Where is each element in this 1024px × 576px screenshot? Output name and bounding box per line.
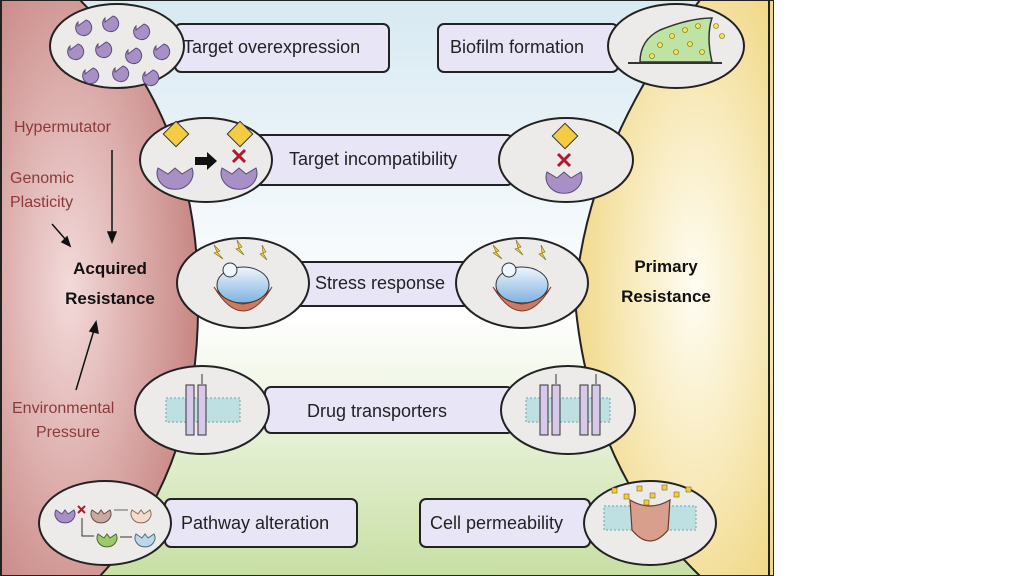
pathway-graphic — [54, 505, 156, 548]
acquired-title-line2: Resistance — [65, 289, 155, 308]
label-target-incompatibility: Target incompatibility — [289, 149, 458, 169]
resistance-diagram: Target overexpression Biofilm formation … — [0, 0, 774, 576]
overexpressed-targets — [67, 15, 171, 87]
incompat-left-graphic — [156, 120, 258, 190]
genomic-text-line1: Genomic — [10, 170, 75, 187]
transporters-right-graphic — [525, 374, 611, 436]
figure-frame — [0, 0, 770, 576]
ellipse-pathway — [38, 480, 172, 566]
environmental-text-line1: Environmental — [12, 400, 115, 417]
stress-right-graphic — [492, 239, 552, 312]
label-stress-response: Stress response — [315, 273, 446, 293]
primary-title-line2: Resistance — [621, 287, 711, 306]
hypermutator-text: Hypermutator — [14, 119, 111, 136]
label-pathway-alteration: Pathway alteration — [181, 513, 330, 533]
acquired-arrows — [51, 150, 118, 391]
genomic-text-line2: Plasticity — [10, 194, 74, 211]
environmental-text-line2: Pressure — [36, 424, 101, 441]
label-cell-permeability: Cell permeability — [430, 513, 564, 533]
stress-left-graphic — [213, 239, 273, 312]
permeability-graphic — [603, 484, 697, 542]
biofilm-graphic — [628, 17, 725, 64]
label-biofilm-formation: Biofilm formation — [450, 37, 585, 57]
acquired-title-line1: Acquired — [73, 259, 147, 278]
label-target-overexpression: Target overexpression — [183, 37, 361, 57]
label-drug-transporters: Drug transporters — [307, 401, 448, 421]
transporters-left-graphic — [165, 374, 241, 436]
incompat-right-graphic — [545, 122, 583, 194]
primary-title-line1: Primary — [634, 257, 698, 276]
diagram-graphics — [0, 0, 774, 576]
